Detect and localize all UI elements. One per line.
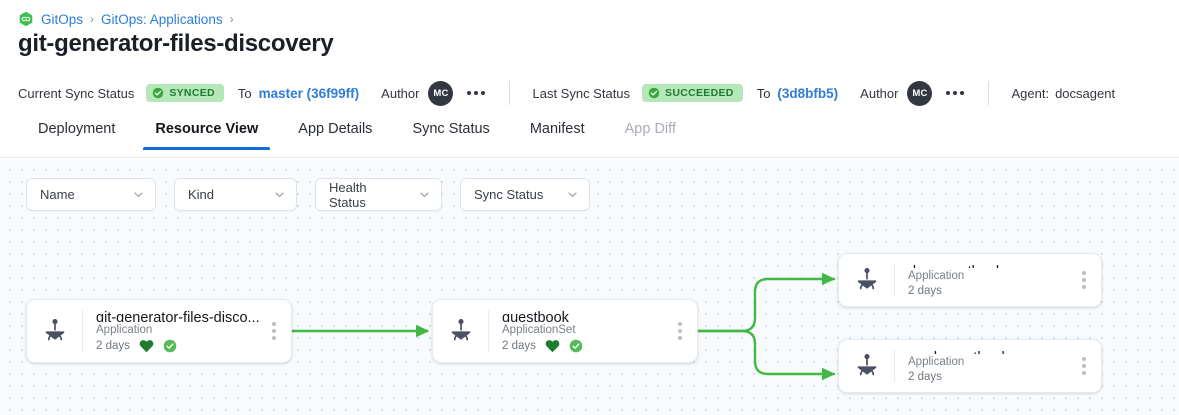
node-more-vertical-icon[interactable] — [671, 300, 697, 362]
edge-appset-to-dev — [696, 272, 836, 333]
sync-check-icon — [569, 339, 583, 353]
breadcrumb-separator: › — [90, 12, 95, 26]
last-sync-status-badge-label: SUCCEEDED — [665, 87, 734, 99]
current-sync-status-badge[interactable]: SYNCED — [146, 84, 224, 102]
health-heart-icon — [545, 340, 560, 353]
graph-node-guestbook[interactable]: guestbook ApplicationSet 2 days — [432, 299, 698, 363]
filter-kind-label: Kind — [188, 187, 215, 202]
node-divider — [894, 350, 895, 382]
last-author-avatar[interactable]: MC — [907, 80, 933, 106]
last-to-label: To — [756, 85, 771, 101]
current-author-label: Author — [381, 85, 420, 101]
agent-label: Agent: — [1011, 85, 1050, 101]
node-kind: Application — [908, 356, 965, 368]
node-divider — [894, 264, 895, 296]
node-kind: Application — [96, 324, 153, 336]
chevron-down-icon — [420, 192, 429, 198]
last-more-horizontal-icon[interactable] — [944, 87, 966, 99]
status-divider — [509, 81, 511, 105]
tab-app-details[interactable]: App Details — [298, 121, 373, 137]
last-sync-status-label: Last Sync Status — [532, 85, 631, 101]
chevron-down-icon — [568, 192, 577, 198]
argo-application-icon — [27, 300, 82, 362]
current-sync-status-label: Current Sync Status — [18, 85, 135, 101]
tab-resource-view[interactable]: Resource View — [135, 118, 278, 150]
chevron-down-icon — [275, 192, 284, 198]
last-sync-status-badge[interactable]: SUCCEEDED — [642, 84, 743, 102]
filter-kind-dropdown[interactable]: Kind — [174, 178, 297, 211]
node-meta: 2 days — [502, 339, 667, 353]
node-body: guestbook ApplicationSet 2 days — [489, 300, 671, 362]
node-more-vertical-icon[interactable] — [1075, 254, 1101, 306]
breadcrumb-item-gitops[interactable]: GitOps — [41, 11, 84, 27]
current-author-avatar[interactable]: MC — [428, 80, 454, 106]
node-title: guestbook — [502, 310, 569, 322]
tab-app-diff: App Diff — [624, 121, 676, 137]
gitops-logo-icon — [18, 11, 34, 27]
graph-node-dev-guestbook[interactable]: dev-guestbook Application 2 days — [838, 253, 1102, 307]
node-body: dev-guestbook Application 2 days — [895, 254, 1075, 306]
argo-application-icon — [839, 340, 894, 392]
filter-name-label: Name — [40, 187, 75, 202]
last-author-label: Author — [860, 85, 899, 101]
current-to-label: To — [237, 85, 252, 101]
filter-bar: Name Kind Health Status Sync Status — [26, 178, 590, 211]
breadcrumb-separator-trailing: › — [229, 12, 234, 26]
filter-health-status-label: Health Status — [329, 179, 367, 210]
node-body: git-generator-files-disco... Application… — [83, 300, 265, 362]
agent-value: docsagent — [1055, 85, 1116, 101]
graph-edges — [292, 272, 836, 381]
graph-node-git-generator-files-discovery[interactable]: git-generator-files-disco... Application… — [26, 299, 292, 363]
node-meta: 2 days — [908, 371, 1071, 383]
node-divider — [82, 310, 83, 352]
node-meta: 2 days — [96, 339, 261, 353]
node-age: 2 days — [502, 340, 536, 352]
chevron-down-icon — [134, 192, 143, 198]
resource-graph-canvas[interactable]: Name Kind Health Status Sync Status — [0, 159, 1179, 415]
node-kind: ApplicationSet — [502, 324, 576, 336]
tab-manifest[interactable]: Manifest — [529, 121, 585, 137]
health-heart-icon — [139, 340, 154, 353]
sync-check-icon — [163, 339, 177, 353]
check-circle-icon — [648, 87, 660, 99]
node-meta: 2 days — [908, 285, 1071, 297]
check-circle-icon — [152, 87, 164, 99]
page-title: git-generator-files-discovery — [18, 30, 334, 57]
edge-appset-to-prod — [696, 329, 836, 381]
node-title: dev-guestbook — [908, 264, 1071, 268]
graph-node-prod-guestbook[interactable]: prod-guestbook Application 2 days — [838, 339, 1102, 393]
filter-sync-status-label: Sync Status — [474, 187, 544, 202]
breadcrumb-item-applications[interactable]: GitOps: Applications — [101, 11, 223, 27]
filter-sync-status-dropdown[interactable]: Sync Status — [460, 178, 590, 211]
argo-application-icon — [839, 254, 894, 306]
agent-divider — [988, 81, 990, 105]
node-age: 2 days — [908, 371, 942, 383]
node-body: prod-guestbook Application 2 days — [895, 340, 1075, 392]
tab-deployment[interactable]: Deployment — [38, 121, 116, 137]
tab-sync-status[interactable]: Sync Status — [412, 121, 490, 137]
filter-health-status-dropdown[interactable]: Health Status — [315, 178, 442, 211]
node-age: 2 days — [908, 285, 942, 297]
node-title: prod-guestbook — [908, 350, 1071, 354]
filter-name-dropdown[interactable]: Name — [26, 178, 156, 211]
current-revision-link[interactable]: master (36f99ff) — [258, 85, 360, 101]
current-sync-status-badge-label: SYNCED — [169, 87, 215, 99]
argo-application-icon — [433, 300, 488, 362]
node-more-vertical-icon[interactable] — [265, 300, 291, 362]
node-kind: Application — [908, 270, 965, 282]
current-more-horizontal-icon[interactable] — [465, 87, 487, 99]
last-revision-link[interactable]: (3d8bfb5) — [777, 85, 839, 101]
sync-status-bar: Current Sync Status SYNCED To master (36… — [0, 74, 1179, 112]
node-more-vertical-icon[interactable] — [1075, 340, 1101, 392]
node-title: git-generator-files-disco... — [96, 310, 260, 322]
node-divider — [488, 310, 489, 352]
agent-info: Agent: docsagent — [1011, 86, 1115, 101]
tab-bar: Deployment Resource View App Details Syn… — [0, 118, 1179, 158]
node-age: 2 days — [96, 340, 130, 352]
breadcrumb: GitOps › GitOps: Applications › — [18, 9, 234, 29]
